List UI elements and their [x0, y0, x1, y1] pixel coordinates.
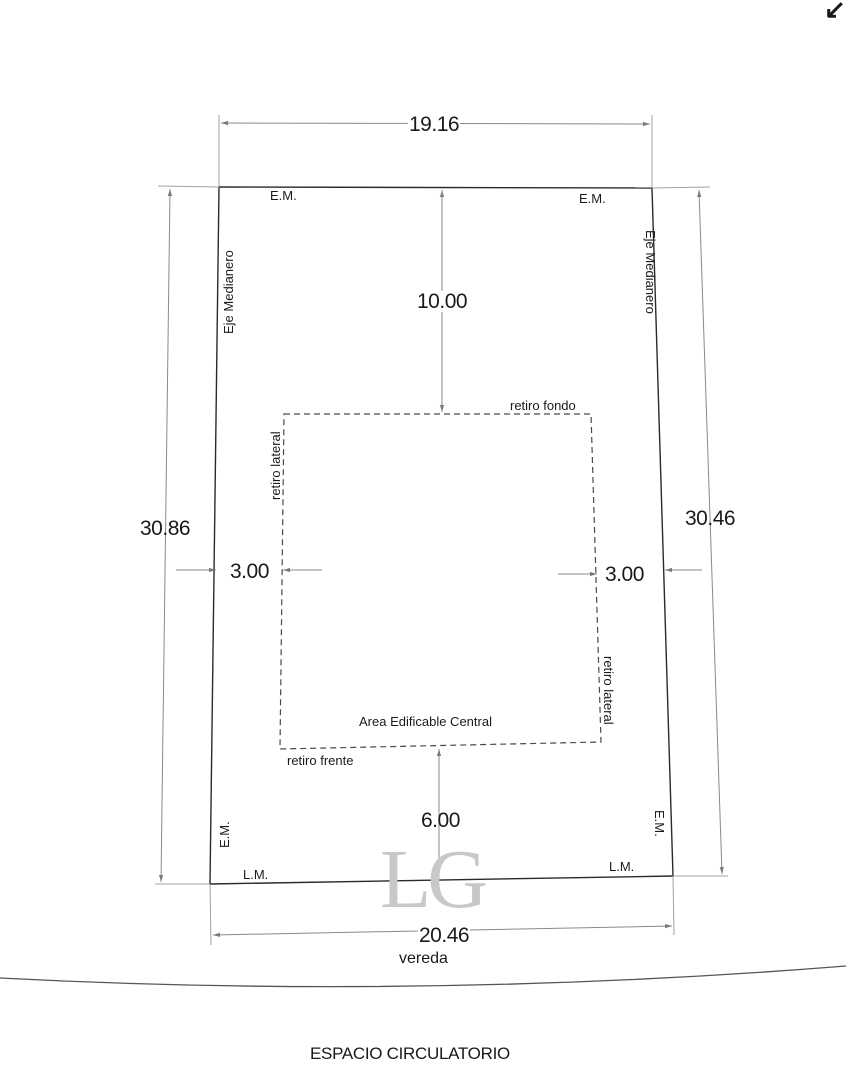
sidewalk-label: vereda — [399, 950, 448, 967]
north-arrow-icon: ↙ — [824, 0, 846, 24]
em-bottom-left-label: E.M. — [217, 821, 232, 848]
em-top-right-label: E.M. — [579, 191, 606, 206]
setback-lateral-left-value: 3.00 — [229, 560, 270, 583]
lot-front-line — [209, 875, 674, 885]
extension-lines — [155, 115, 728, 946]
lm-left-label: L.M. — [243, 867, 269, 882]
dim-left-depth — [158, 188, 173, 883]
setback-fondo-label: retiro fondo — [510, 398, 576, 413]
eje-medianero-right-label: Eje Medianero — [643, 230, 658, 314]
setback-lateral-right-label: retiro lateral — [601, 656, 616, 725]
buildable-area-label: Area Edificable Central — [359, 714, 492, 729]
dim-right-depth-label: 30.46 — [685, 507, 736, 530]
em-top-left-label: E.M. — [270, 188, 297, 203]
dim-right-depth — [697, 189, 724, 875]
dim-bottom-width-label: 20.46 — [418, 924, 471, 947]
dim-top-width-label: 19.16 — [408, 113, 461, 136]
setback-frente-value: 6.00 — [421, 809, 460, 832]
lot-back-line — [218, 186, 653, 189]
buildable-area-outline — [279, 413, 602, 750]
lot-right-line — [651, 187, 674, 877]
street-label: ESPACIO CIRCULATORIO — [310, 1044, 510, 1063]
lot-left-line — [209, 186, 220, 885]
setback-lateral-left-label: retiro lateral — [268, 431, 283, 500]
setback-fondo-value: 10.00 — [416, 290, 469, 313]
watermark-logo: LG — [380, 833, 488, 926]
dim-left-depth-label: 30.86 — [140, 517, 191, 540]
eje-medianero-left-label: Eje Medianero — [221, 250, 236, 334]
lot-boundary — [209, 186, 674, 885]
em-bottom-right-label: E.M. — [652, 810, 667, 837]
setback-frente-label: retiro frente — [287, 753, 354, 768]
setback-lateral-right-value: 3.00 — [604, 563, 645, 586]
street-curb-line — [0, 965, 846, 988]
lm-right-label: L.M. — [609, 859, 635, 874]
